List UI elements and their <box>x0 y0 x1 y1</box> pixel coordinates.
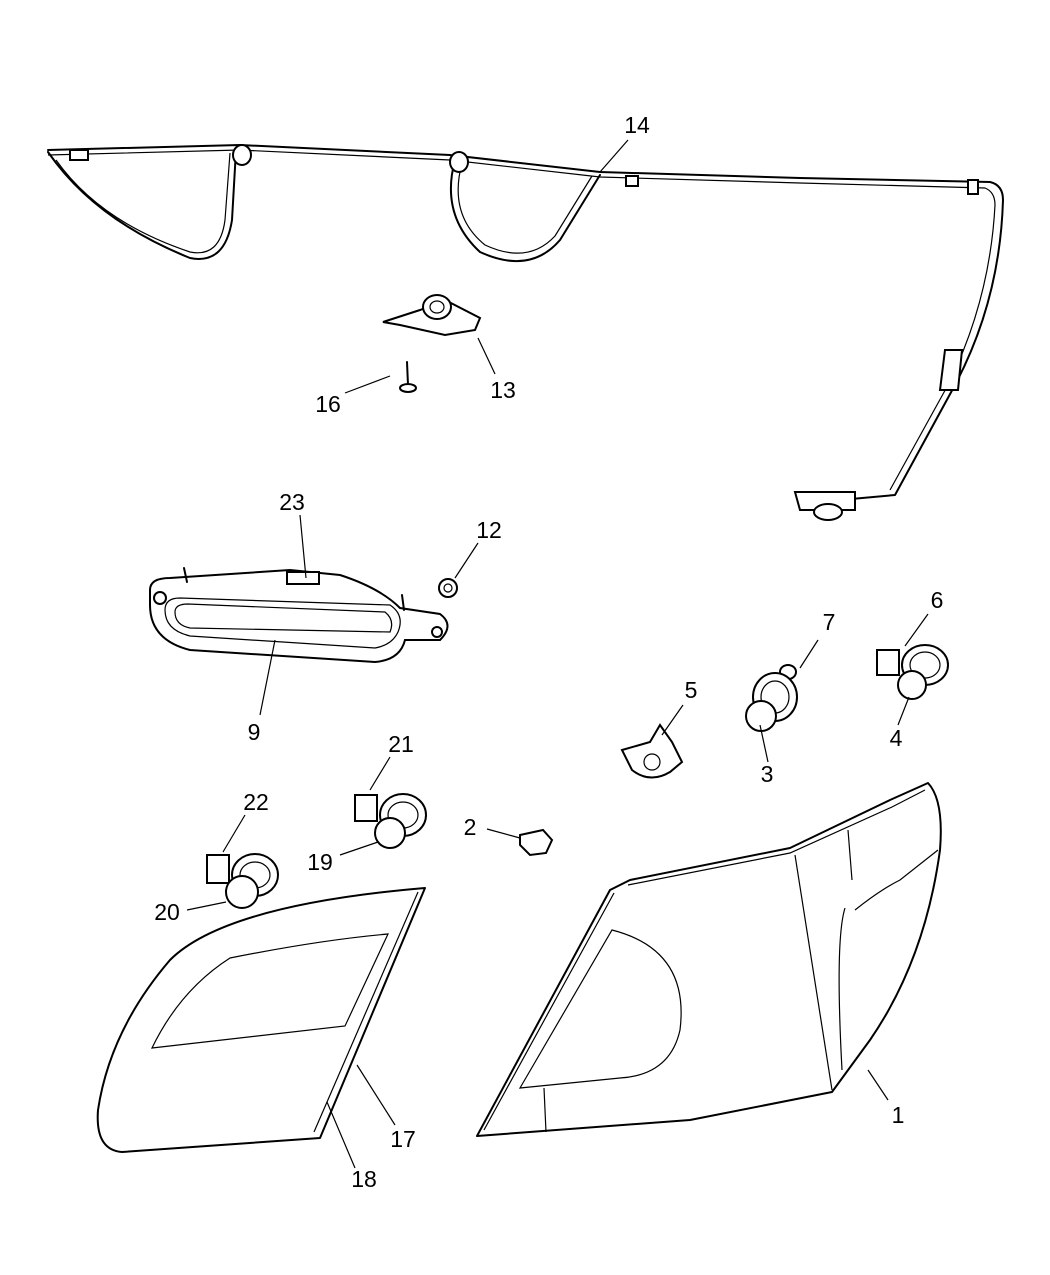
bulb-20 <box>225 875 259 909</box>
callout-4: 4 <box>890 725 903 751</box>
license-lamp-bracket <box>382 294 482 337</box>
callout-6: 6 <box>931 587 944 613</box>
push-nut <box>438 578 458 598</box>
bulb-socket-3 <box>745 664 798 732</box>
callout-7: 7 <box>823 609 836 635</box>
harness-clip-2 <box>625 175 639 187</box>
bulb-19 <box>374 817 406 849</box>
socket-cover <box>620 723 684 779</box>
callout-17: 17 <box>390 1126 416 1152</box>
bulb-socket-6 <box>876 644 949 700</box>
harness-grommet-2 <box>449 151 469 173</box>
screw <box>399 361 417 393</box>
harness-clip-3 <box>967 179 979 195</box>
callout-12: 12 <box>476 517 502 543</box>
bulb-3 <box>745 700 777 732</box>
callout-9: 9 <box>248 719 261 745</box>
callout-22: 22 <box>243 789 269 815</box>
callout-labels: 14 13 16 23 12 9 6 7 5 4 3 21 22 2 19 20… <box>154 112 943 1192</box>
wiring-harness <box>47 144 1004 521</box>
callout-2: 2 <box>464 814 477 840</box>
callout-14: 14 <box>624 112 650 138</box>
callout-5: 5 <box>685 677 698 703</box>
bulb-socket-21 <box>354 793 427 849</box>
callout-19: 19 <box>307 849 333 875</box>
harness-connector-plug <box>813 503 843 521</box>
inner-tail-lamp <box>96 887 426 1153</box>
clip <box>519 828 554 857</box>
bulb-socket-22 <box>206 853 279 909</box>
harness-clip-1 <box>69 149 89 161</box>
callout-21: 21 <box>388 731 414 757</box>
bulb-4 <box>897 670 927 700</box>
callout-13: 13 <box>490 377 516 403</box>
high-mount-stop-lamp <box>149 567 449 664</box>
harness-grommet-1 <box>232 144 252 166</box>
callout-1: 1 <box>892 1102 905 1128</box>
callout-3: 3 <box>761 761 774 787</box>
outer-tail-lamp <box>476 782 942 1137</box>
harness-connector <box>793 491 856 511</box>
callout-23: 23 <box>279 489 305 515</box>
callout-18: 18 <box>351 1166 377 1192</box>
callout-16: 16 <box>315 391 341 417</box>
callout-20: 20 <box>154 899 180 925</box>
harness-sleeve <box>938 349 964 391</box>
leader-lines <box>186 139 929 1169</box>
